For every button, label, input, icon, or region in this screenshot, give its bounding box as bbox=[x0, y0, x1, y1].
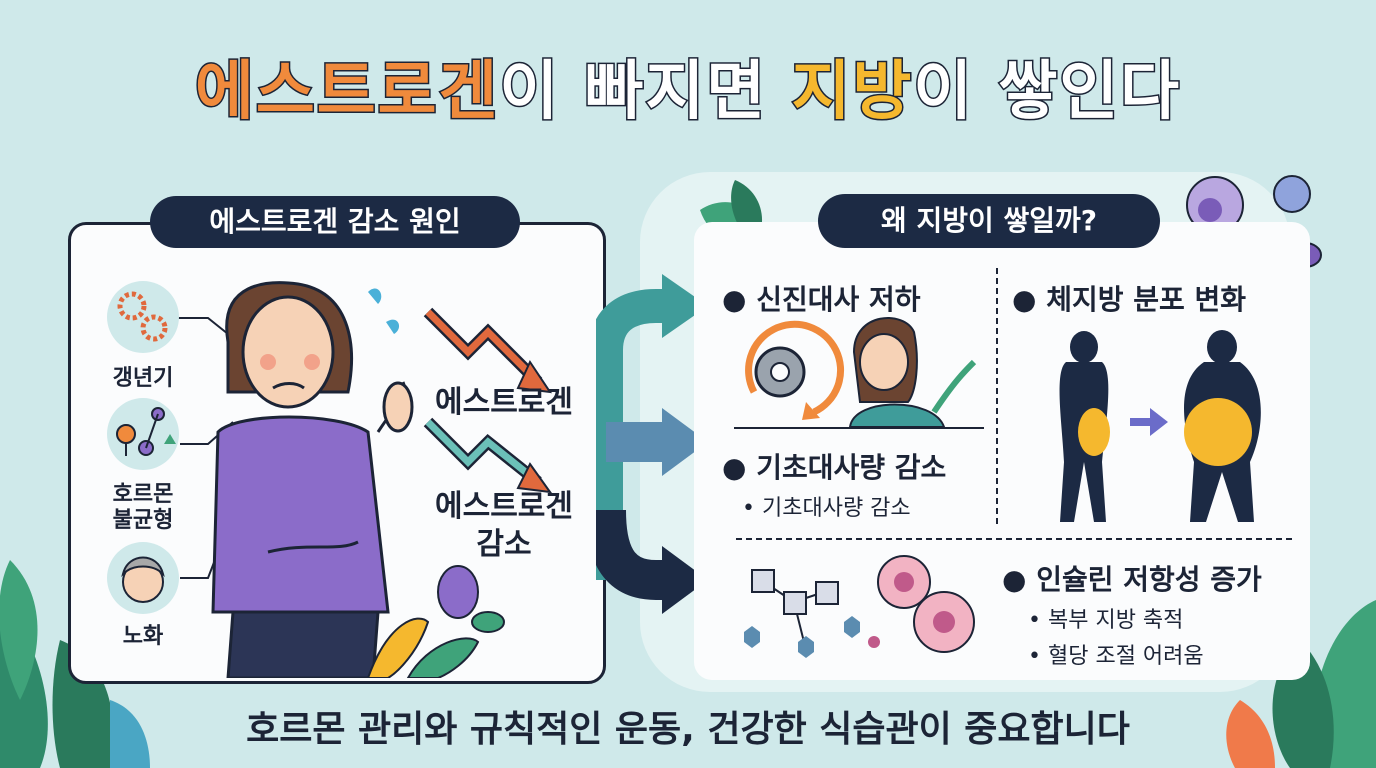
gear-cycle-icon bbox=[745, 320, 845, 420]
title-part4: 이 쌓인다 bbox=[912, 54, 1182, 131]
tired-woman-illustration bbox=[848, 317, 977, 428]
leaf-left-icon bbox=[0, 560, 150, 768]
insulin-title-text: 인슐린 저항성 증가 bbox=[1036, 563, 1262, 596]
bmr-title-text: 기초대사량 감소 bbox=[756, 451, 947, 484]
decrease-arrow-icon bbox=[423, 307, 553, 394]
divider-vertical bbox=[996, 268, 998, 524]
insulin-item-1-text: 복부 지방 축적 bbox=[1047, 608, 1184, 633]
reasons-heading: 왜 지방이 쌓일까? bbox=[818, 194, 1160, 248]
metabolism-title-text: 신진대사 저하 bbox=[756, 283, 921, 316]
flow-arrows bbox=[596, 274, 708, 614]
body-silhouette-before-icon bbox=[1059, 331, 1110, 522]
decrease-arrow-icon bbox=[423, 417, 553, 494]
cause-menopause-label: 갱년기 bbox=[112, 366, 174, 391]
reasons-graphics bbox=[734, 317, 1261, 658]
fat-cells-icon bbox=[868, 555, 975, 653]
insulin-item-2-text: 혈당 조절 어려움 bbox=[1047, 644, 1204, 669]
insulin-item-2: • 혈당 조절 어려움 bbox=[1028, 644, 1204, 669]
metabolism-title: ● 신진대사 저하 bbox=[722, 283, 921, 316]
causes-heading: 에스트로겐 감소 원인 bbox=[150, 196, 520, 248]
elderly-face-icon bbox=[121, 556, 165, 603]
estrogen-decrease-label: 에스트로겐 감소 bbox=[435, 489, 573, 562]
molecule-icon bbox=[744, 569, 860, 658]
body-silhouette-after-icon bbox=[1184, 330, 1261, 522]
title-fat: 지방 bbox=[790, 54, 914, 131]
bottom-message: 호르몬 관리와 규칙적인 운동, 건강한 식습관이 중요합니다 bbox=[246, 709, 1130, 750]
title-part2: 이 빠지면 bbox=[498, 54, 792, 131]
title-estrogen: 에스트로겐 bbox=[193, 54, 500, 131]
bmr-sub-text: 기초대사량 감소 bbox=[761, 496, 911, 521]
fat-distribution-title-text: 체지방 분포 변화 bbox=[1046, 283, 1247, 316]
page-title: 에스트로겐이 빠지면 지방이 쌓인다 bbox=[0, 40, 1376, 132]
cause-aging-label: 노화 bbox=[122, 624, 164, 649]
arrow-right-icon bbox=[1130, 408, 1168, 436]
hormone-symbols-icon bbox=[116, 407, 176, 456]
bmr-title: ● 기초대사량 감소 bbox=[722, 451, 947, 484]
bmr-sub: • 기초대사량 감소 bbox=[742, 496, 911, 521]
insulin-title: ● 인슐린 저항성 증가 bbox=[1002, 563, 1262, 596]
estrogen-label: 에스트로겐 bbox=[435, 385, 573, 420]
gears-icon bbox=[117, 291, 168, 342]
insulin-item-1: • 복부 지방 축적 bbox=[1028, 608, 1184, 633]
causes-graphics bbox=[107, 281, 553, 678]
divider-horizontal bbox=[736, 538, 1292, 540]
cause-hormone-label: 호르몬 불균형 bbox=[112, 482, 174, 533]
fat-distribution-title: ● 체지방 분포 변화 bbox=[1012, 283, 1247, 316]
worried-woman-illustration bbox=[211, 281, 414, 678]
